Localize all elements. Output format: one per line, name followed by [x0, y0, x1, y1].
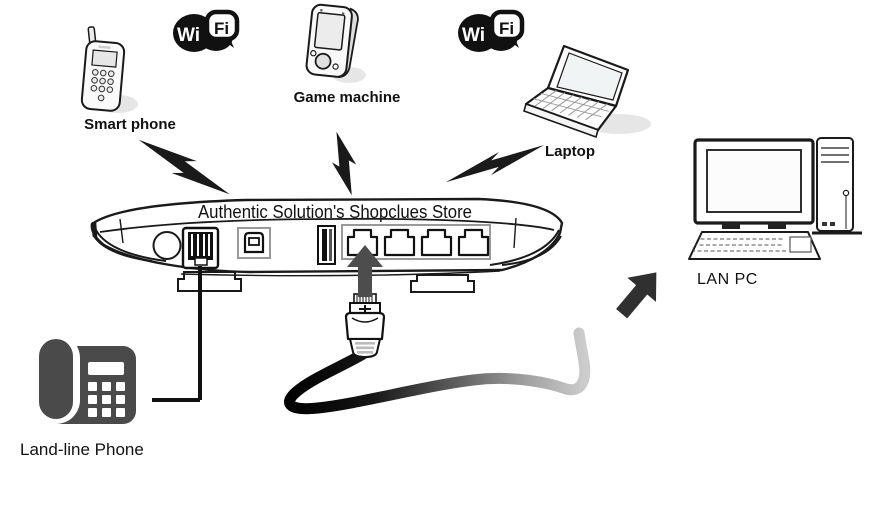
ethernet-cable [284, 327, 591, 415]
wifi-wi-text: Wi [177, 25, 200, 46]
laptop-icon [523, 44, 651, 138]
wireless-bolt-icon [323, 129, 366, 198]
ethernet-up-arrow-icon [347, 245, 383, 297]
game-machine-icon [305, 3, 366, 83]
lan-port [457, 228, 490, 257]
lan-pc-icon [688, 137, 862, 260]
wifi-badge-icon: Wi Fi [458, 9, 525, 52]
pc-monitor [693, 138, 815, 229]
lan-pc-label: LAN PC [697, 271, 758, 288]
game-machine-label: Game machine [293, 89, 401, 106]
pc-tower [816, 137, 854, 232]
wifi-fi-text: Fi [214, 19, 229, 38]
smart-phone-icon [80, 26, 138, 113]
round-button [152, 231, 182, 260]
phone-cable-line [152, 266, 202, 402]
wireless-bolt-icon [443, 134, 546, 193]
wifi-wi-text: Wi [462, 25, 485, 46]
pc-keyboard [688, 231, 821, 260]
router-panel-text: Authentic Solution's Shopclues Store [198, 202, 472, 222]
phone-port [181, 226, 220, 270]
wifi-fi-text: Fi [499, 19, 514, 38]
router-foot [410, 274, 475, 293]
lan-port [346, 228, 379, 257]
usb-port [237, 227, 271, 259]
smart-phone-label: Smart phone [84, 116, 176, 133]
laptop-label: Laptop [545, 143, 595, 160]
router-foot [177, 271, 242, 292]
landline-phone-icon [32, 334, 136, 424]
wireless-bolt-icon [132, 133, 236, 201]
router-device: Authentic Solution's Shopclues Store [90, 197, 564, 293]
lan-pc-arrow-icon [607, 260, 671, 326]
wifi-badge-icon: Wi Fi [173, 9, 240, 52]
landline-phone-label: Land-line Phone [20, 440, 144, 459]
lan-port [383, 228, 416, 257]
rj45-connector-icon [344, 293, 386, 359]
expansion-slot [317, 225, 336, 265]
lan-port [420, 228, 453, 257]
